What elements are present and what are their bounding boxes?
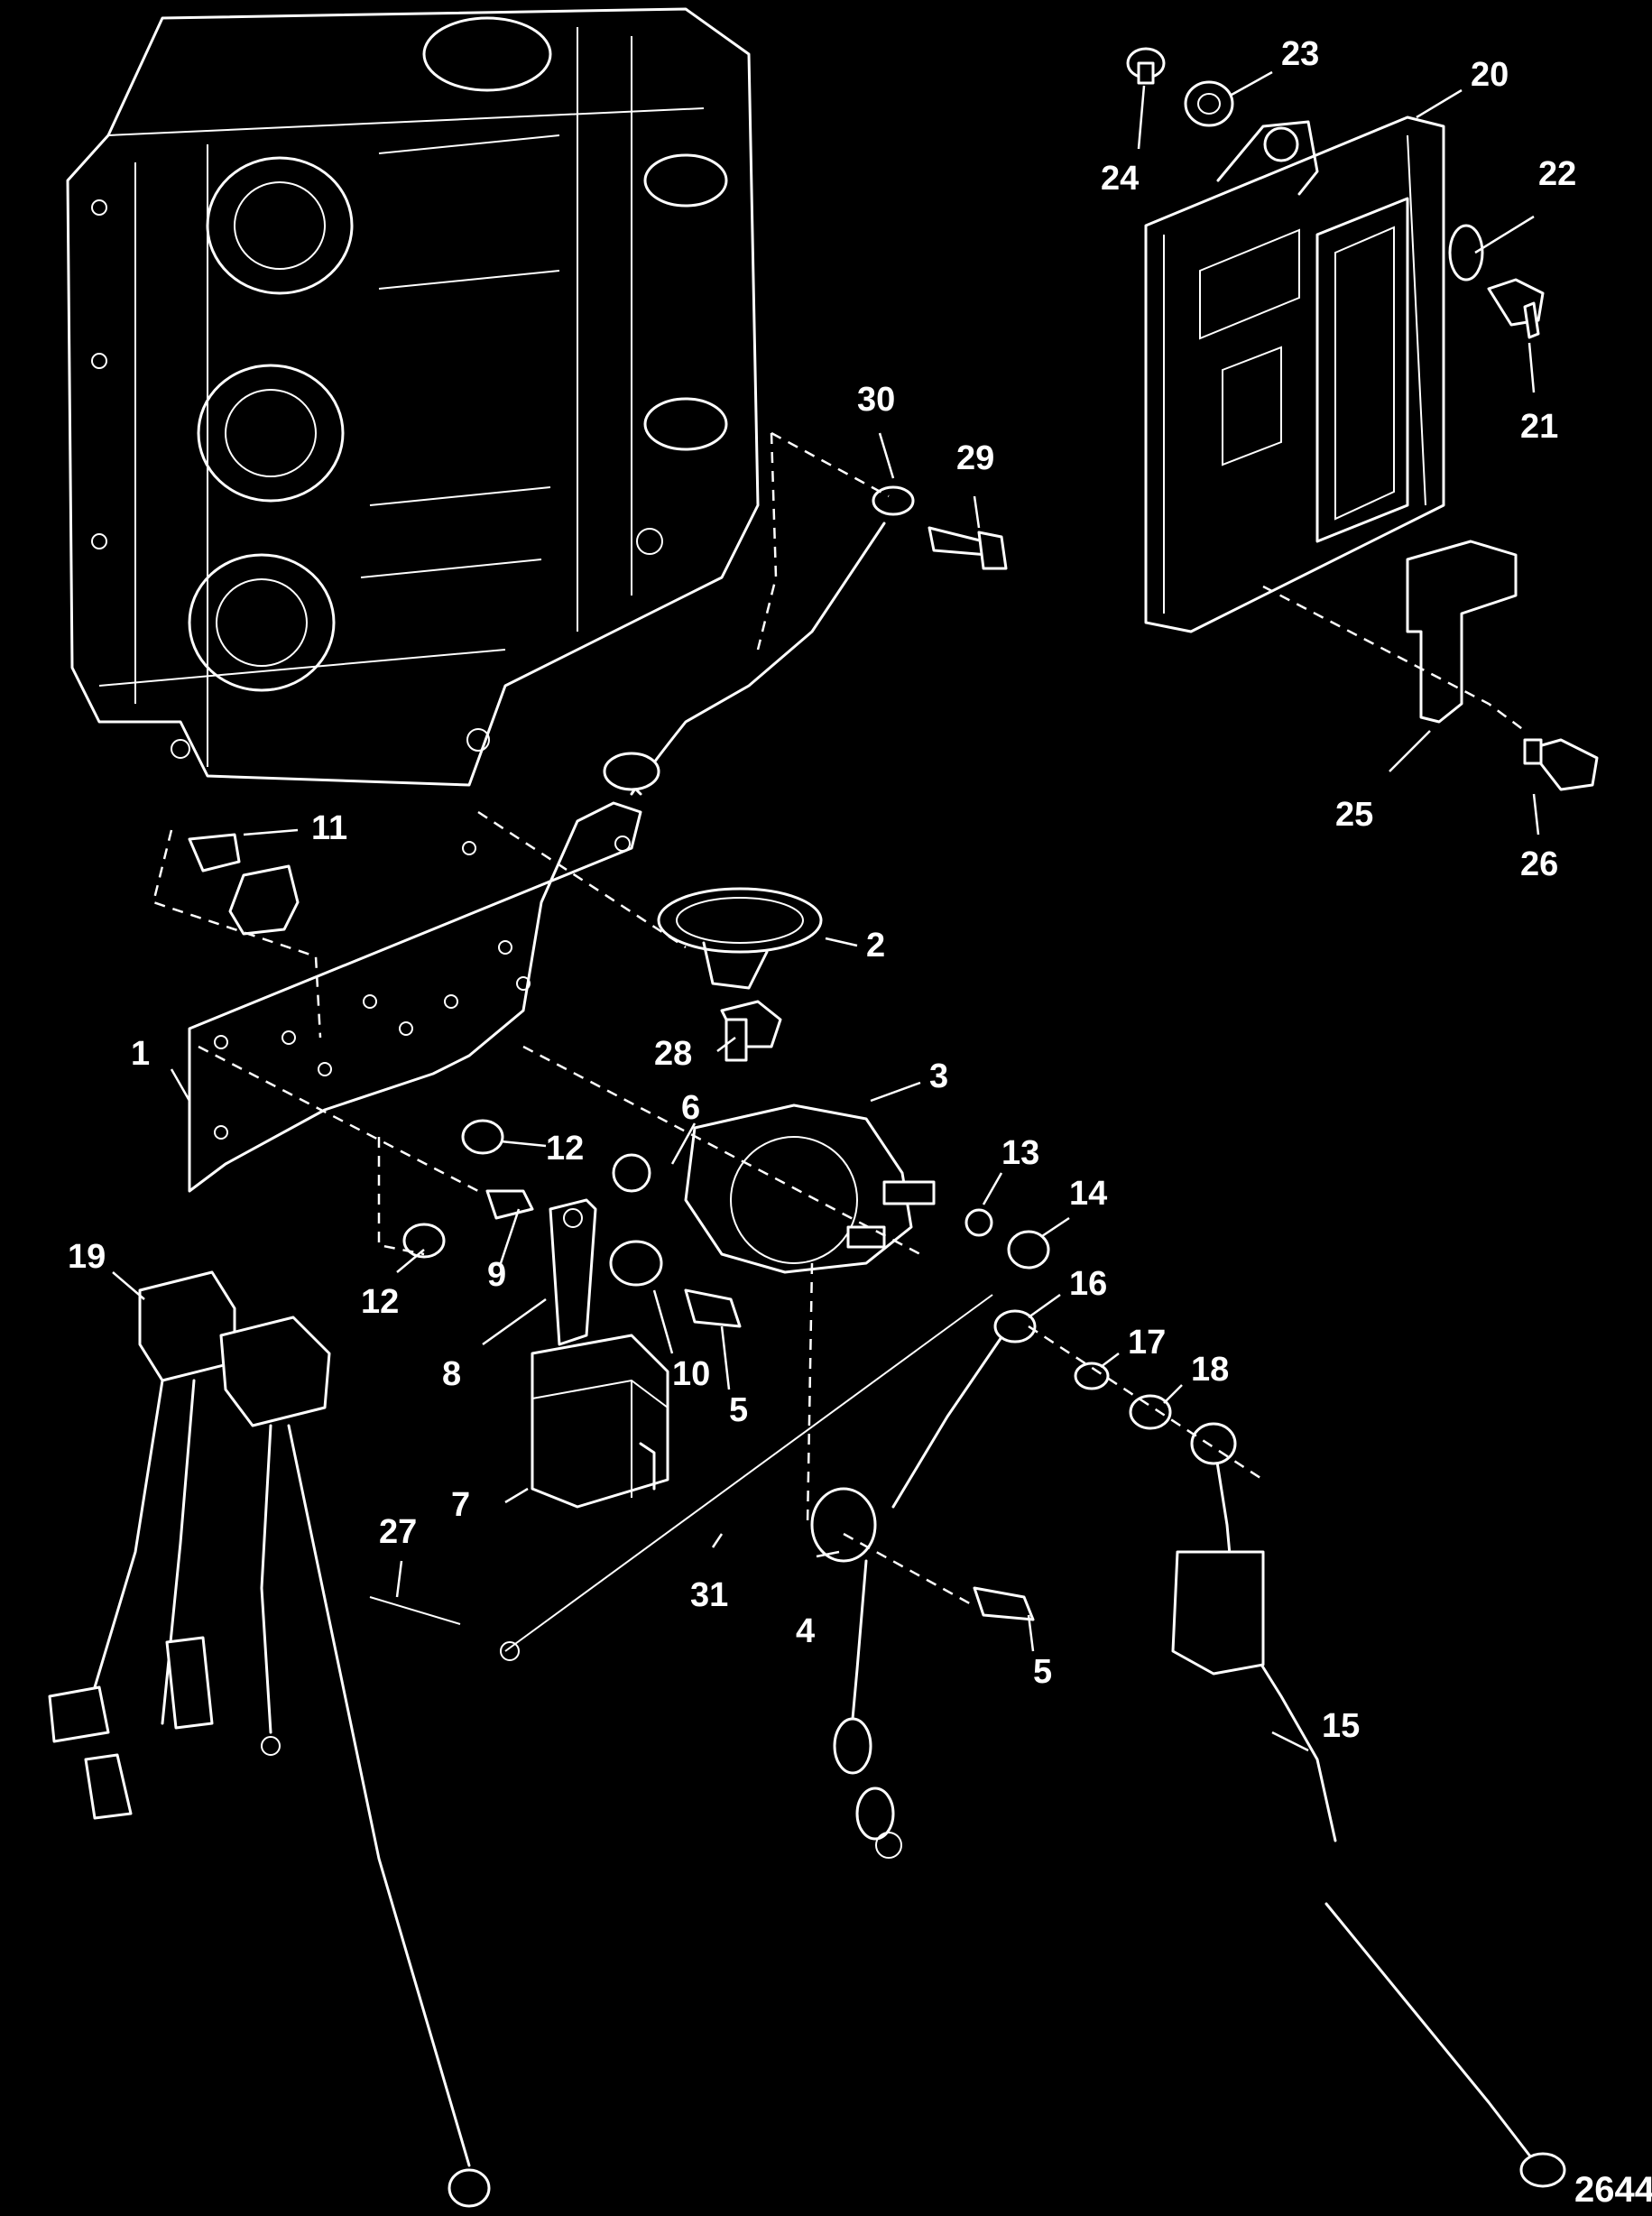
wire-harness bbox=[48, 1270, 491, 2208]
hose-clamp bbox=[657, 887, 823, 1062]
callout-8: 8 bbox=[442, 1355, 461, 1393]
callout-18: 18 bbox=[1191, 1351, 1229, 1389]
leader-lines bbox=[112, 70, 1540, 1752]
figure-number: 2644 bbox=[1574, 2170, 1652, 2210]
callout-19: 19 bbox=[68, 1238, 106, 1276]
ecm-module bbox=[1144, 115, 1445, 633]
callout-25: 25 bbox=[1335, 796, 1373, 834]
callout-22: 22 bbox=[1538, 155, 1576, 193]
connector-11 bbox=[188, 833, 300, 936]
callout-29: 29 bbox=[956, 439, 994, 477]
callout-labels: 1 2 3 4 5 5 6 7 8 9 10 11 12 12 13 14 15… bbox=[68, 35, 1576, 1745]
callout-26: 26 bbox=[1520, 845, 1558, 883]
callout-31: 31 bbox=[690, 1576, 728, 1614]
callout-9: 9 bbox=[487, 1256, 506, 1294]
callout-21: 21 bbox=[1520, 408, 1558, 446]
callout-28: 28 bbox=[654, 1035, 692, 1073]
callout-6: 6 bbox=[681, 1089, 700, 1127]
callout-5b: 5 bbox=[1033, 1653, 1052, 1691]
callout-17: 17 bbox=[1128, 1324, 1166, 1362]
callout-2: 2 bbox=[866, 927, 885, 965]
relay-bracket bbox=[549, 1198, 597, 1346]
callout-12b: 12 bbox=[361, 1283, 399, 1321]
mounting-plate bbox=[188, 801, 642, 1193]
callout-11: 11 bbox=[311, 809, 347, 847]
callout-12a: 12 bbox=[546, 1130, 584, 1168]
cables bbox=[369, 1294, 1566, 2188]
callout-10: 10 bbox=[672, 1355, 710, 1393]
callout-20: 20 bbox=[1471, 56, 1509, 94]
callout-16: 16 bbox=[1069, 1265, 1107, 1303]
starter-solenoid bbox=[684, 1103, 936, 1274]
callout-13: 13 bbox=[1001, 1134, 1039, 1172]
callout-1: 1 bbox=[131, 1035, 150, 1073]
callout-23: 23 bbox=[1281, 35, 1319, 73]
callout-14: 14 bbox=[1069, 1175, 1107, 1213]
callout-27: 27 bbox=[379, 1513, 417, 1551]
callout-7: 7 bbox=[451, 1486, 470, 1524]
relay bbox=[531, 1334, 669, 1509]
callout-3: 3 bbox=[929, 1057, 948, 1095]
engine-block bbox=[66, 7, 760, 787]
alignment-lines bbox=[152, 431, 1526, 1608]
callout-15: 15 bbox=[1322, 1707, 1360, 1745]
ground-cable bbox=[603, 485, 1008, 796]
callout-4: 4 bbox=[796, 1612, 815, 1650]
callout-5a: 5 bbox=[729, 1391, 748, 1429]
callout-24: 24 bbox=[1101, 160, 1139, 198]
ecm-hardware bbox=[1126, 47, 1599, 791]
callout-30: 30 bbox=[857, 381, 895, 419]
small-hardware bbox=[402, 1119, 1172, 1621]
